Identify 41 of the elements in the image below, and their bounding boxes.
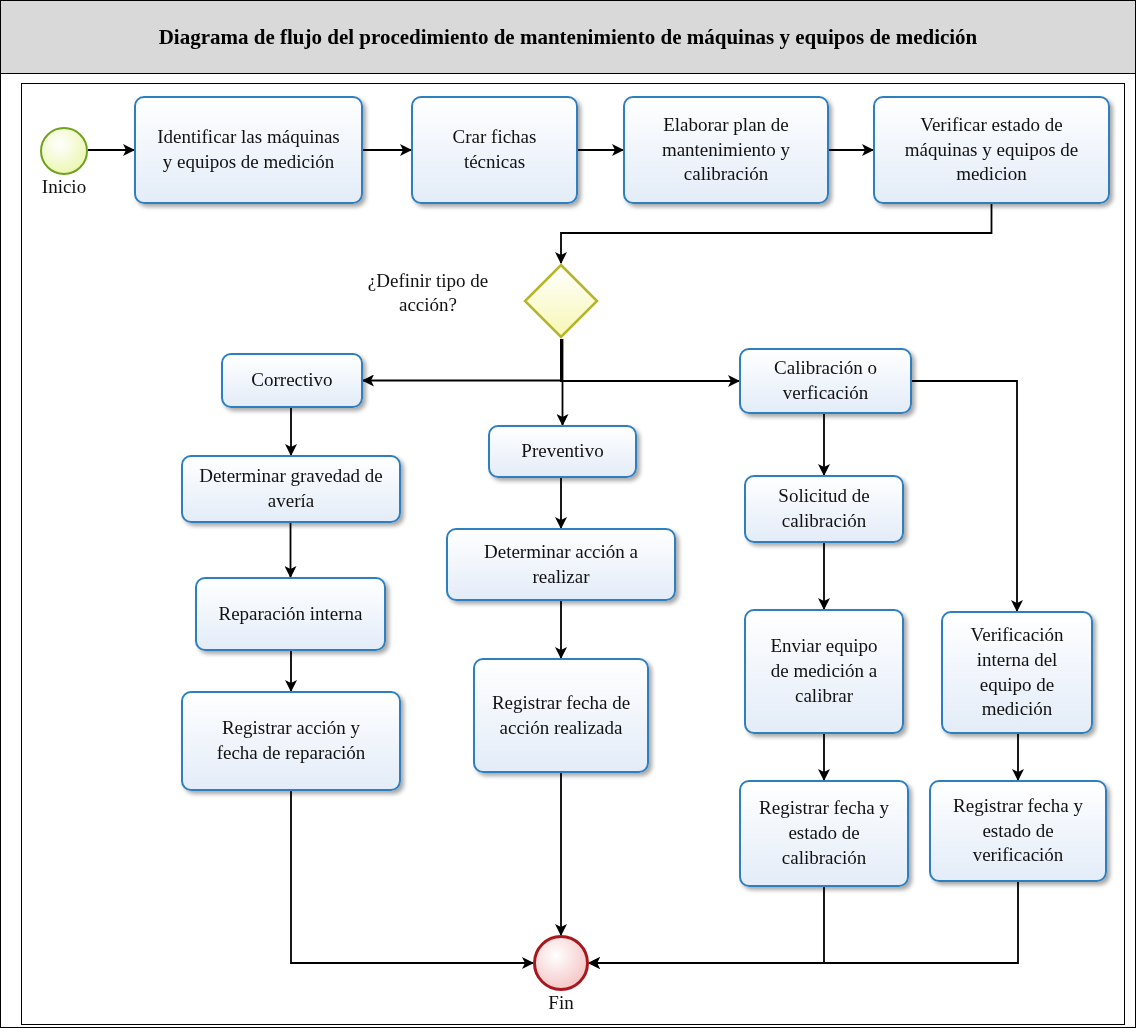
- event-label: Inicio: [41, 175, 87, 199]
- process-box: Determinar acción a realizar: [446, 528, 676, 601]
- arrow: [560, 338, 740, 387]
- process-box: Correctivo: [221, 353, 363, 408]
- process-box: Elaborar plan de mantenimiento y calibración: [623, 96, 829, 204]
- process-box: Crar fichas técnicas: [411, 96, 578, 204]
- arrow: [285, 407, 297, 456]
- process-box: Registrar acción y fecha de reparación: [181, 691, 401, 791]
- process-box: Solicitud de calibración: [744, 475, 904, 543]
- process-box: Verificación interna del equipo de medición: [941, 611, 1093, 734]
- event-label: Fin: [548, 991, 574, 1015]
- arrow: [818, 542, 830, 610]
- decision-label: ¿Definir tipo de acción?: [366, 269, 490, 317]
- arrow: [362, 144, 412, 156]
- arrow: [290, 790, 534, 969]
- process-box: Determinar gravedad de avería: [181, 455, 401, 523]
- arrow: [284, 522, 297, 578]
- arrow: [818, 413, 830, 476]
- arrow: [555, 203, 993, 264]
- arrow: [285, 650, 297, 692]
- arrow: [556, 338, 569, 426]
- process-box: Verificar estado de máquinas y equipos de medicion: [873, 96, 1110, 204]
- arrow: [555, 477, 567, 529]
- process-box: Registrar fecha y estado de calibración: [739, 780, 909, 887]
- arrow: [1012, 733, 1024, 781]
- process-box: Registrar fecha y estado de verificación: [929, 780, 1107, 882]
- arrow: [87, 144, 135, 156]
- process-box: Reparación interna: [195, 577, 386, 651]
- process-box: Calibración o verficación: [739, 348, 912, 414]
- arrow: [555, 600, 567, 659]
- process-box: Registrar fecha de acción realizada: [473, 658, 649, 773]
- arrow: [828, 144, 874, 156]
- arrow: [818, 733, 830, 781]
- process-box: Preventivo: [488, 425, 637, 478]
- diagram-title: Diagrama de flujo del procedimiento de mantenimiento de máquinas y equipos de medición: [158, 24, 978, 50]
- arrow: [911, 380, 1023, 612]
- process-box: Enviar equipo de medición a calibrar: [744, 609, 904, 734]
- arrow: [577, 144, 624, 156]
- arrow: [588, 881, 1019, 969]
- process-box: Identificar las máquinas y equipos de medición: [134, 96, 363, 204]
- arrow: [555, 772, 567, 936]
